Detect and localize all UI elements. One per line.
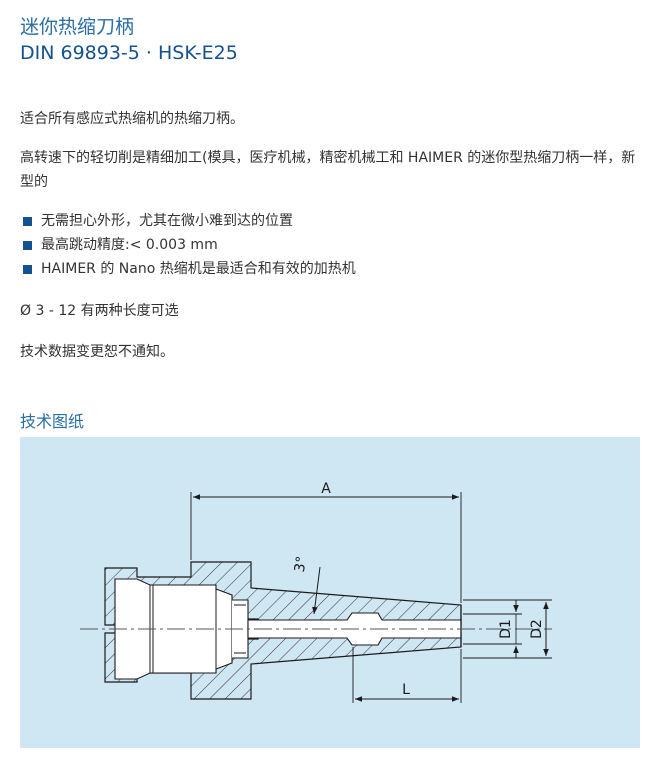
size-range-text: Ø 3 - 12 有两种长度可选 [20,303,179,319]
list-item-text: 最高跳动精度:< 0.003 mm [41,237,218,253]
page-title: 迷你热缩刀柄 [20,16,135,38]
dimension-l-label: L [402,682,410,698]
technical-drawing: A L D1 D2 3° [80,481,552,703]
list-item-text: 无需担心外形，尤其在微小难到达的位置 [41,213,293,229]
list-item: 无需担心外形，尤其在微小难到达的位置 [20,209,356,233]
dimension-d1-label: D1 [498,619,514,639]
list-item: 最高跳动精度:< 0.003 mm [20,233,356,257]
dimension-a-label: A [321,481,331,497]
list-item: HAIMER 的 Nano 热缩机是最适合和有效的加热机 [20,257,356,281]
disclaimer-text: 技术数据变更恕不通知。 [20,344,174,360]
bullet-square-icon [23,240,32,250]
bullet-square-icon [23,264,32,274]
list-item-text: HAIMER 的 Nano 热缩机是最适合和有效的加热机 [41,261,356,277]
bullet-square-icon [23,216,32,226]
feature-list: 无需担心外形，尤其在微小难到达的位置 最高跳动精度:< 0.003 mm HAI… [20,209,356,281]
dimension-d2-label: D2 [529,619,545,639]
section-title-technical-drawing: 技术图纸 [20,412,85,431]
application-paragraph: 高转速下的轻切削是精细加工(模具，医疗机械，精密机械工和 HAIMER 的迷你型… [20,150,636,190]
technical-drawing-panel: A L D1 D2 3° [20,437,640,748]
angle-label: 3° [292,555,311,573]
angle-indicator-line [312,566,321,615]
intro-paragraph: 适合所有感应式热缩机的热缩刀柄。 [20,111,244,127]
page-subtitle: DIN 69893-5 · HSK-E25 [20,42,238,64]
